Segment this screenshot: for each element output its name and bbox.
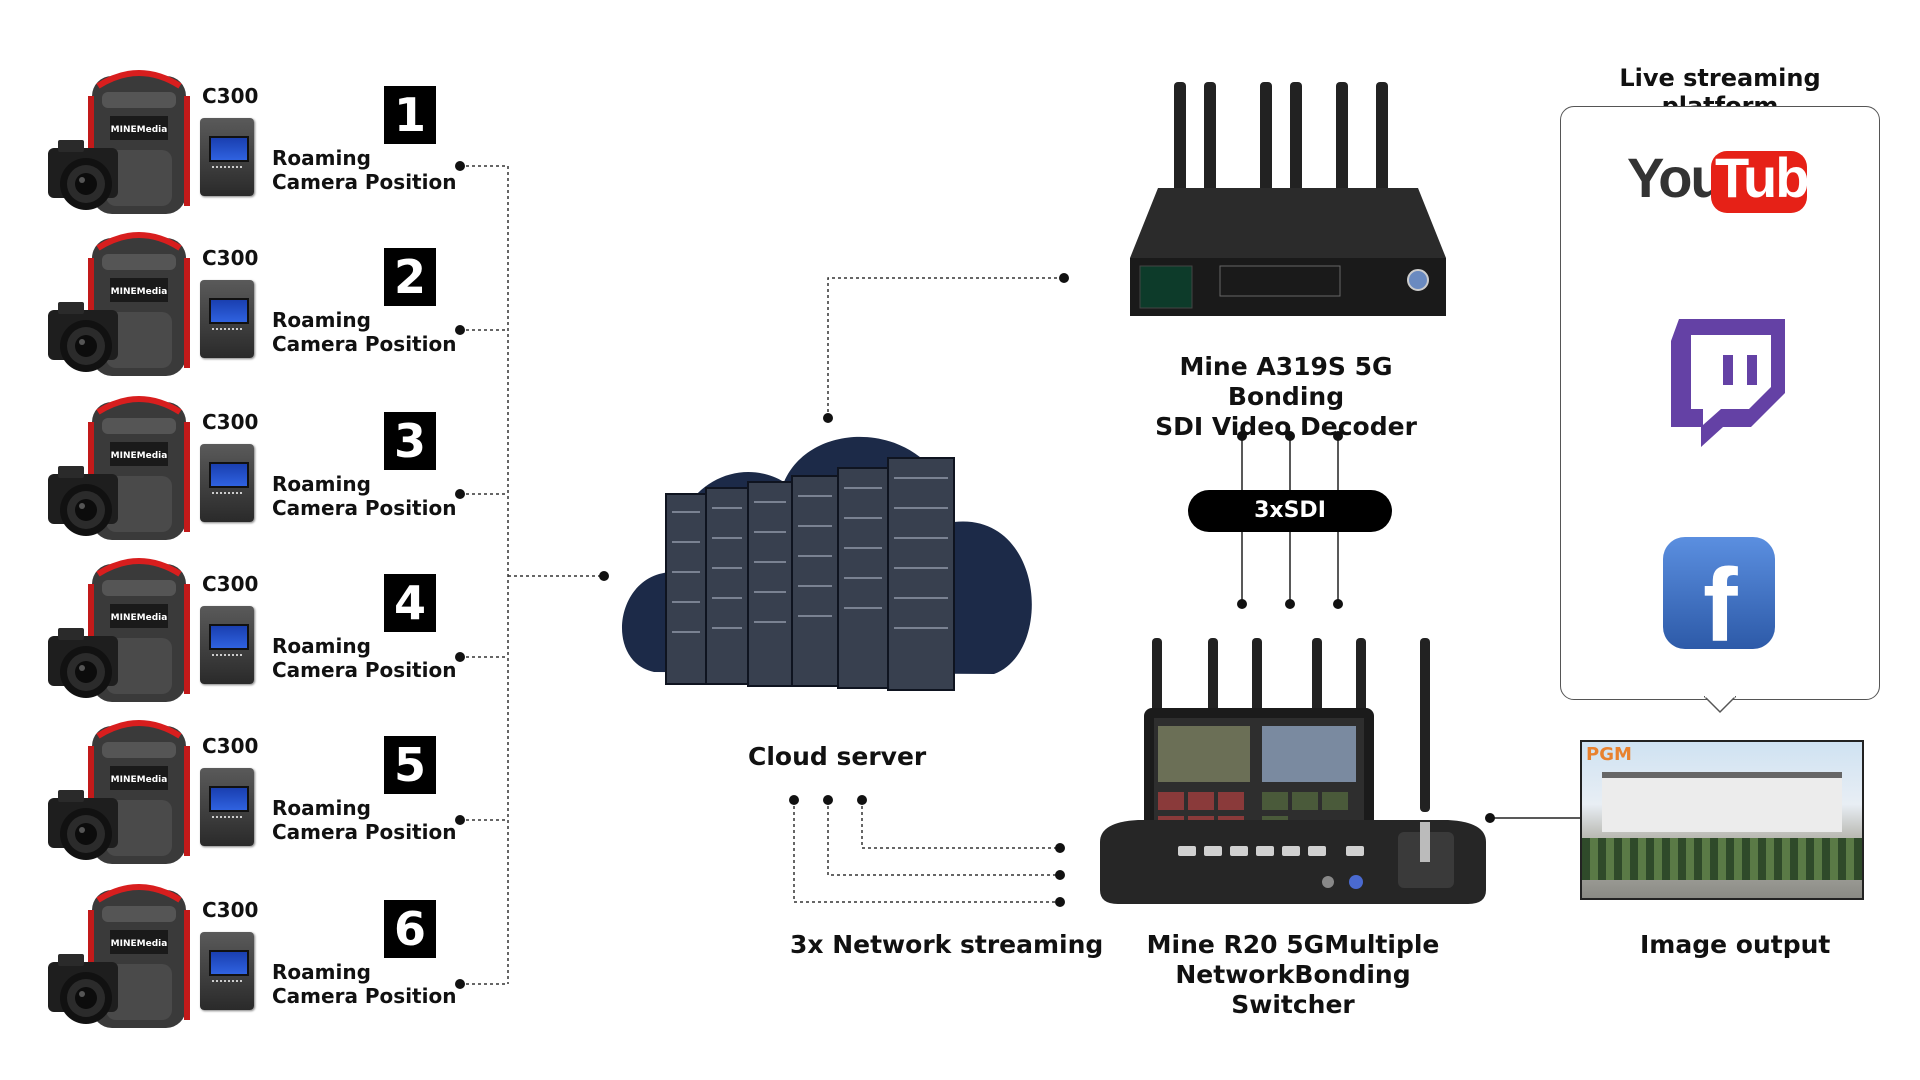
switcher-device-icon xyxy=(1100,638,1486,904)
position-number-badge: 4 xyxy=(384,574,436,632)
roaming-label-line2: Camera Position xyxy=(272,984,457,1008)
roaming-label-line1: Roaming xyxy=(272,472,371,496)
roaming-label-line1: Roaming xyxy=(272,308,371,332)
c300-encoder-icon xyxy=(200,768,254,846)
camera-icon xyxy=(48,628,118,698)
c300-encoder-icon xyxy=(200,932,254,1010)
switcher-label: Mine R20 5GMultiple NetworkBonding Switc… xyxy=(1118,930,1468,1020)
svg-text:MINEMedia: MINEMedia xyxy=(111,613,168,623)
youtube-logo-icon: You Tube xyxy=(1627,145,1839,215)
roaming-label-line2: Camera Position xyxy=(272,820,457,844)
position-number-badge: 6 xyxy=(384,900,436,958)
roaming-label-line2: Camera Position xyxy=(272,170,457,194)
cloud-server-icon xyxy=(621,436,1032,691)
c300-encoder-icon xyxy=(200,118,254,196)
camera-icon xyxy=(48,790,118,860)
svg-text:MINEMedia: MINEMedia xyxy=(111,125,168,135)
camera-icon xyxy=(48,302,118,372)
image-output-label: Image output xyxy=(1640,930,1831,959)
decoder-device-icon xyxy=(1130,82,1446,316)
twitch-icon xyxy=(1671,319,1785,447)
cloud-server-label: Cloud server xyxy=(748,742,927,771)
roaming-label-line2: Camera Position xyxy=(272,332,457,356)
device-model-label: C300 xyxy=(202,734,259,758)
switcher-label-line2: NetworkBonding Switcher xyxy=(1175,960,1411,1019)
position-number-badge: 2 xyxy=(384,248,436,306)
camera-icon xyxy=(48,140,118,210)
camera-icon xyxy=(48,954,118,1024)
image-output-preview: PGM xyxy=(1580,740,1864,900)
platform-panel: You Tube f xyxy=(1560,106,1880,700)
roaming-label-line2: Camera Position xyxy=(272,658,457,682)
facebook-glyph: f xyxy=(1703,548,1738,649)
sdi-badge: 3xSDI xyxy=(1188,490,1392,532)
decoder-label: Mine A319S 5G Bonding SDI Video Decoder xyxy=(1140,352,1432,442)
network-streaming-label: 3x Network streaming xyxy=(790,930,1104,959)
svg-text:MINEMedia: MINEMedia xyxy=(111,451,168,461)
c300-encoder-icon xyxy=(200,606,254,684)
roaming-label-line2: Camera Position xyxy=(272,496,457,520)
device-model-label: C300 xyxy=(202,572,259,596)
device-model-label: C300 xyxy=(202,410,259,434)
device-model-label: C300 xyxy=(202,898,259,922)
roaming-label-line1: Roaming xyxy=(272,796,371,820)
speech-pointer xyxy=(1704,696,1736,714)
decoder-label-line1: Mine A319S 5G Bonding xyxy=(1179,352,1393,411)
c300-encoder-icon xyxy=(200,280,254,358)
svg-text:MINEMedia: MINEMedia xyxy=(111,775,168,785)
facebook-icon: f xyxy=(1663,537,1775,649)
camera-icon xyxy=(48,466,118,536)
pgm-label: PGM xyxy=(1586,744,1632,765)
svg-text:MINEMedia: MINEMedia xyxy=(111,939,168,949)
device-model-label: C300 xyxy=(202,246,259,270)
svg-text:MINEMedia: MINEMedia xyxy=(111,287,168,297)
position-number-badge: 3 xyxy=(384,412,436,470)
youtube-logo-you: You xyxy=(1627,146,1725,209)
device-model-label: C300 xyxy=(202,84,259,108)
switcher-label-line1: Mine R20 5GMultiple xyxy=(1146,930,1440,959)
roaming-label-line1: Roaming xyxy=(272,146,371,170)
position-number-badge: 5 xyxy=(384,736,436,794)
roaming-label-line1: Roaming xyxy=(272,634,371,658)
position-number-badge: 1 xyxy=(384,86,436,144)
decoder-label-line2: SDI Video Decoder xyxy=(1155,412,1417,441)
c300-encoder-icon xyxy=(200,444,254,522)
youtube-logo-tube: Tube xyxy=(1715,146,1839,209)
roaming-label-line1: Roaming xyxy=(272,960,371,984)
